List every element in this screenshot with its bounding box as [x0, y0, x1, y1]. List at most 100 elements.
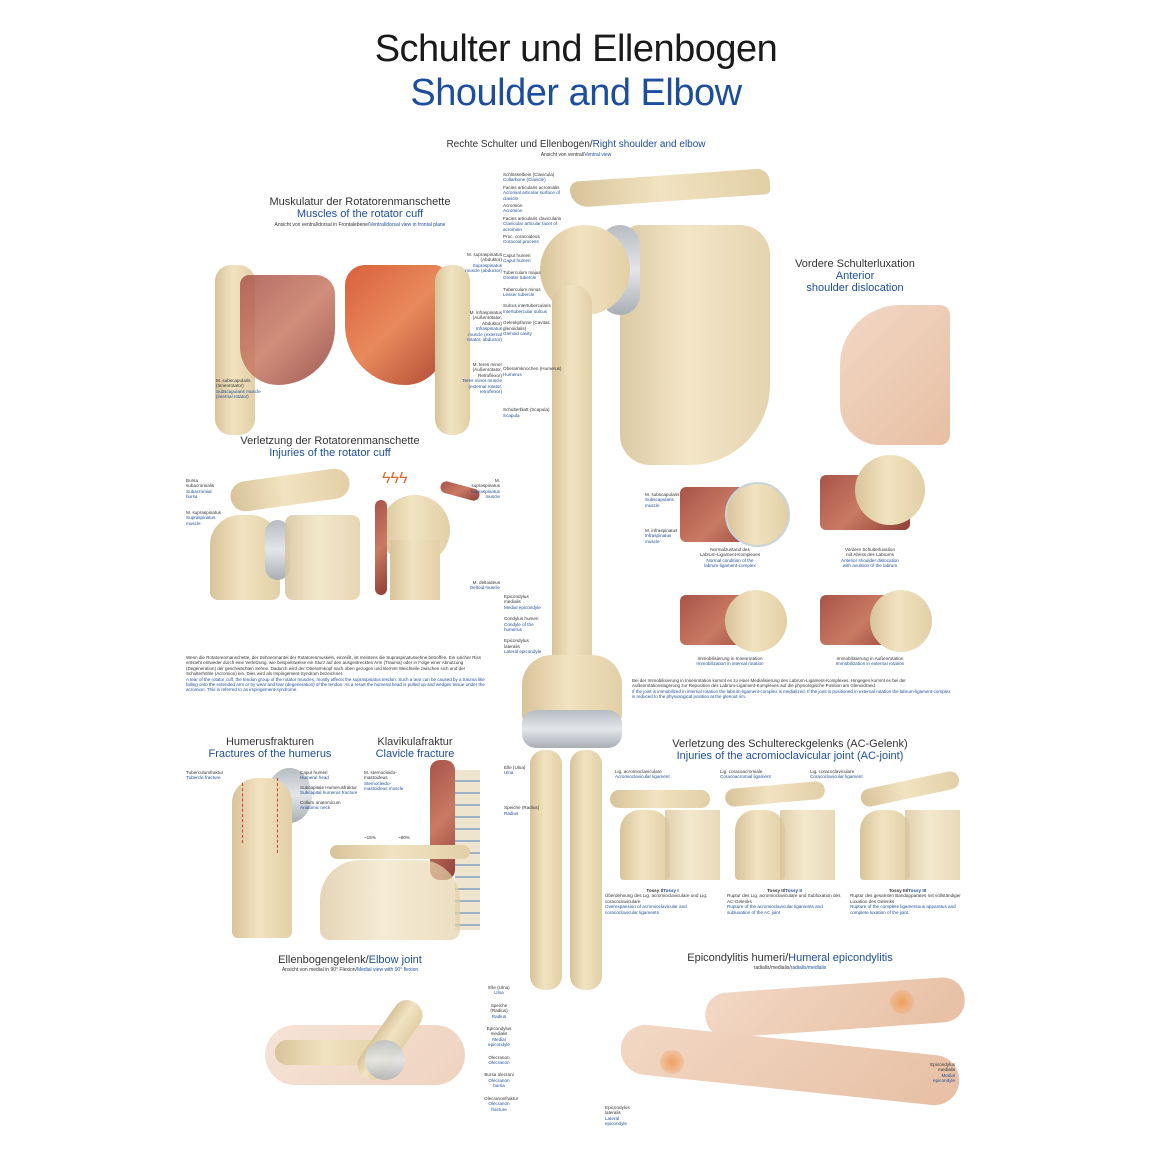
humeral-head-shape — [725, 590, 787, 652]
injuries-text: Wenn die Rotatorenmanschette, der Sehnen… — [186, 655, 485, 693]
labrum-panel-internal — [680, 590, 790, 652]
poster-title-de: Schulter und Ellenbogen — [374, 28, 778, 70]
humerus-shape — [735, 810, 785, 880]
fracture-line — [242, 783, 244, 843]
label-supraspinatus: M. supraspinatus (Abduktor)Supraspinatus… — [465, 252, 502, 274]
fracture-line — [277, 778, 279, 853]
acromion-shape — [228, 466, 352, 514]
clavicle — [569, 168, 771, 208]
label-radius: Speiche (Radius)Radius — [504, 805, 540, 816]
clavicle-shape — [610, 790, 710, 808]
ac-joint-heading-en: Injuries of the acromioclavicular joint … — [676, 750, 904, 762]
tossy-3-illustration — [850, 769, 965, 880]
label-elbow-ulna: Elle (Ulna)Ulna — [488, 985, 510, 996]
elbow-joint-subheading: Ansicht von medial in 90° Flexion/Medial… — [281, 967, 419, 973]
labrum-panel-dislocated — [820, 455, 940, 535]
clavicle-fracture-illustration — [320, 760, 480, 940]
label-infraspinatus: M. infraspinatus (Außenrotator, Abduktor… — [467, 310, 502, 343]
humeral-head-shape — [870, 590, 932, 652]
rotator-cuff-heading-de: Muskulatur der Rotatorenmanschette — [269, 196, 451, 208]
pain-lightning-icon: ϟϟϟ — [382, 470, 408, 487]
dislocation-heading-en-1: Anterior — [835, 270, 875, 282]
inflammation-medial — [890, 990, 914, 1014]
clavicle-shape — [330, 845, 470, 859]
elbow-joint-cartilage — [365, 1040, 405, 1080]
humerus-shape — [620, 810, 670, 880]
label-glenoid: Gelenkpfanne (Cavitas glenoidalis)Glenoi… — [503, 320, 550, 336]
scapula-shape — [905, 810, 960, 880]
elbow-cartilage — [522, 710, 622, 748]
clavicle-shape — [724, 780, 826, 808]
tossy-1-illustration — [610, 785, 720, 880]
label-ulna: Elle (Ulna)Ulna — [504, 764, 526, 776]
clavicle-shape — [859, 769, 961, 809]
subscapularis-shape — [240, 275, 335, 385]
dislocation-text: Bei der Immobilisierung in Innenrotation… — [632, 678, 951, 700]
poster-title-en: Shoulder and Elbow — [410, 72, 742, 114]
humeral-head-shape — [725, 482, 790, 547]
humerus-fractures-heading-de: Humerusfrakturen — [225, 736, 315, 748]
infraspinatus-shape — [345, 265, 445, 385]
humerus-shape — [390, 540, 440, 600]
humerus-fracture-illustration — [232, 768, 312, 938]
percent-15: ~15% — [364, 835, 376, 840]
tossy-2-caption: Tossy II/Tossy II Ruptur des Lig. acromi… — [727, 888, 841, 915]
epicondylitis-subheading: radialis/medialis/radialis/medialis — [753, 965, 827, 971]
percent-80: ~80% — [398, 835, 410, 840]
impingement-illustration-left — [210, 466, 360, 600]
caption-internal-rotation: Immobilisierung in Innenrotation Immobil… — [696, 656, 764, 667]
rotator-cuff-ventral-illustration — [215, 255, 335, 435]
ac-joint-heading-de: Verletzung des Schultereckgelenks (AC-Ge… — [672, 738, 908, 750]
humerus — [552, 285, 592, 715]
impingement-illustration-right: ϟϟϟ — [370, 470, 481, 600]
scapula-shape — [665, 810, 720, 880]
label-humerus: Oberarmknochen (Humerus)Humerus — [503, 366, 562, 377]
dislocation-shoulder-illustration — [840, 305, 950, 445]
label-scapula: Schulterblatt (Scapula)Scapula — [503, 407, 550, 418]
clavicle-fracture-heading-de: Klavikulafraktur — [377, 736, 453, 748]
tossy-2-illustration — [724, 780, 835, 880]
main-view-subheading: Ansicht von ventral/Ventral view — [540, 152, 612, 158]
main-view-heading: Rechte Schulter und Ellenbogen/Right sho… — [446, 139, 706, 150]
labrum-panel-external — [820, 590, 940, 652]
elbow-joint-heading: Ellenbogengelenk/Elbow joint — [278, 954, 422, 966]
humeral-head-shape — [855, 455, 925, 525]
scapula — [620, 225, 770, 465]
humerus-shape — [232, 778, 292, 938]
humerus-fractures-heading-en: Fractures of the humerus — [208, 748, 332, 760]
deltoid-shape — [375, 500, 387, 595]
radius — [570, 750, 602, 990]
main-arm-illustration — [500, 165, 780, 995]
clavicle-fracture-heading-en: Clavicle fracture — [375, 748, 455, 760]
labrum-panel-normal — [680, 482, 790, 550]
elbow-joint-labels: Elle (Ulna)Ulna Speiche (Radius)Radius E… — [484, 985, 519, 1112]
scapula-shape — [780, 810, 835, 880]
